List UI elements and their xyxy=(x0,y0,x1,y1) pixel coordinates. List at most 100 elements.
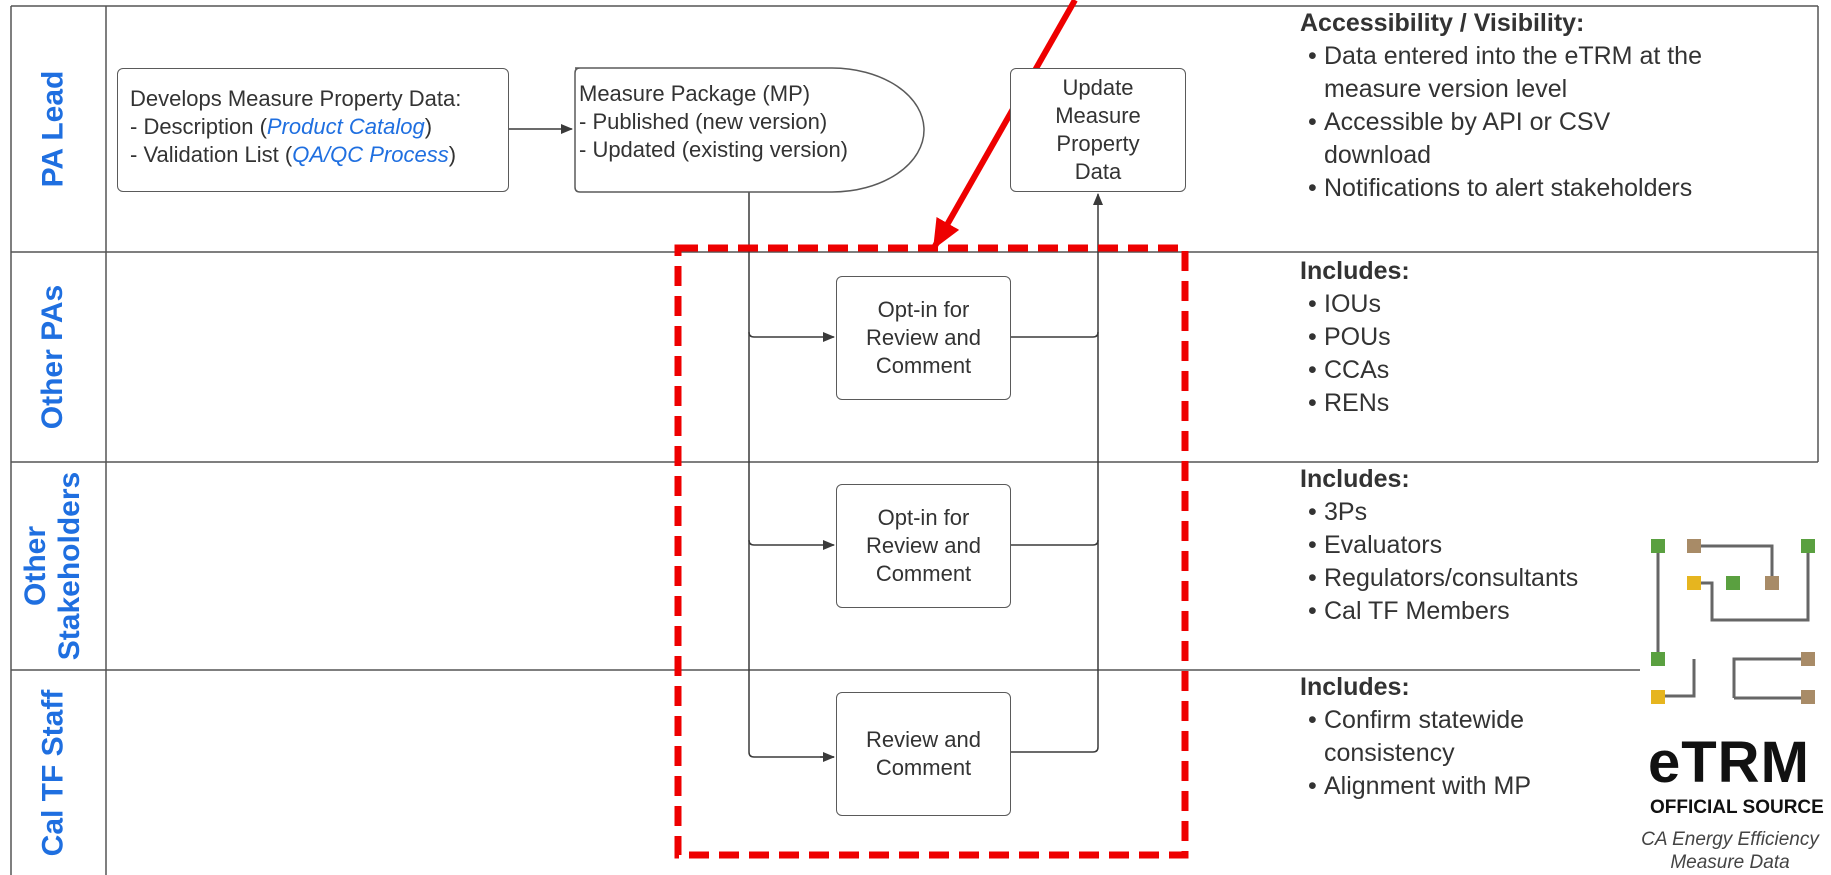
lane-label-other-pas: Other PAs xyxy=(0,252,106,462)
notes-heading: Includes: xyxy=(1300,257,1410,285)
measure-package-shape xyxy=(574,67,925,193)
notes-list: 3Ps Evaluators Regulators/consultants Ca… xyxy=(1300,496,1578,628)
notes-list: IOUs POUs CCAs RENs xyxy=(1300,288,1410,420)
notes-other-stakeholders: Includes: 3Ps Evaluators Regulators/cons… xyxy=(1300,463,1578,628)
logo-trace-3 xyxy=(1694,546,1810,622)
etrm-logo-mark xyxy=(1651,539,1815,704)
logo-square xyxy=(1801,652,1815,666)
notes-pa-lead: Accessibility / Visibility: Data entered… xyxy=(1300,7,1702,205)
logo-trace-5 xyxy=(1732,657,1808,698)
lane-label-pa-lead: PA Lead xyxy=(0,6,106,252)
tagline-line: Measure Data xyxy=(1670,852,1790,873)
notes-item: RENs xyxy=(1300,387,1410,420)
notes-heading: Includes: xyxy=(1300,673,1410,701)
notes-list: Confirm statewide consistency Alignment … xyxy=(1300,704,1531,803)
qa-qc-process-link[interactable]: QA/QC Process xyxy=(292,142,449,167)
box-line: Comment xyxy=(875,353,972,378)
notes-item: Alignment with MP xyxy=(1300,770,1531,803)
etrm-logo-subtitle: OFFICIAL SOURCE xyxy=(1650,797,1824,818)
lane-grid xyxy=(10,5,1819,875)
connector-optin-stakeholders-to-update xyxy=(1011,539,1099,546)
lane-label-text-group: Other Stakeholders xyxy=(19,472,87,660)
etrm-logo-wordmark: eTRM xyxy=(1648,730,1810,795)
notes-item-continuation: consistency xyxy=(1324,739,1455,767)
notes-item: IOUs xyxy=(1300,288,1410,321)
notes-item: Data entered into the eTRM at the xyxy=(1300,40,1702,73)
lane-label-other-stakeholders: Other Stakeholders xyxy=(0,462,106,670)
optin-review-box-other-pas: Opt-in for Review and Comment xyxy=(836,276,1011,400)
logo-square xyxy=(1651,690,1665,704)
highlight-arrow xyxy=(932,0,1078,250)
box-line: - Published (new version) xyxy=(579,109,828,134)
box-line: Update xyxy=(1062,75,1134,100)
lane-label-line: Other xyxy=(19,525,53,607)
box-text: - Validation List ( xyxy=(130,142,293,167)
highlight-dashed-box xyxy=(674,244,1189,859)
box-line: Review and xyxy=(866,727,981,752)
box-line: Opt-in for xyxy=(877,505,970,530)
logo-square xyxy=(1651,652,1665,666)
notes-item: Confirm statewide xyxy=(1300,704,1531,737)
notes-item-continuation: measure version level xyxy=(1324,75,1568,103)
logo-trace-4 xyxy=(1658,659,1696,698)
logo-square xyxy=(1726,576,1740,590)
notes-item: Cal TF Members xyxy=(1300,595,1578,628)
connector-mp-trunk xyxy=(748,192,834,758)
connector-optin-pas-to-update xyxy=(1011,331,1099,338)
notes-item-continuation: download xyxy=(1324,141,1432,169)
tagline-line: CA Energy Efficiency xyxy=(1641,829,1819,850)
lane-label-text: Other PAs xyxy=(36,284,70,430)
logo-square xyxy=(1801,690,1815,704)
box-line: Property xyxy=(1056,131,1140,156)
box-line: Review and xyxy=(866,325,981,350)
update-measure-property-box: Update Measure Property Data xyxy=(1010,68,1186,192)
notes-item: Regulators/consultants xyxy=(1300,562,1578,595)
notes-item: Notifications to alert stakeholders xyxy=(1300,172,1702,205)
box-line: Develops Measure Property Data: xyxy=(130,86,462,111)
notes-heading: Accessibility / Visibility: xyxy=(1300,9,1585,37)
box-line: - Validation List (QA/QC Process) xyxy=(130,141,508,169)
box-text: ) xyxy=(448,142,457,167)
box-line: - Updated (existing version) xyxy=(579,137,849,162)
box-line: Comment xyxy=(875,561,972,586)
logo-square xyxy=(1687,576,1701,590)
box-line: Review and xyxy=(866,533,981,558)
box-line: Comment xyxy=(875,755,972,780)
lane-label-text: PA Lead xyxy=(36,70,70,188)
logo-square xyxy=(1765,576,1779,590)
box-line: Opt-in for xyxy=(877,297,970,322)
logo-square xyxy=(1687,539,1701,553)
develops-measure-property-box: Develops Measure Property Data: - Descri… xyxy=(117,68,509,192)
review-box-cal-tf-staff: Review and Comment xyxy=(836,692,1011,816)
notes-item: 3Ps xyxy=(1300,496,1578,529)
lane-label-line: Stakeholders xyxy=(53,471,87,661)
notes-item: Accessible by API or CSV xyxy=(1300,106,1702,139)
notes-item: POUs xyxy=(1300,321,1410,354)
logo-square xyxy=(1651,539,1665,553)
notes-list: Data entered into the eTRM at the measur… xyxy=(1300,40,1702,205)
connector-mp-to-optin-pas xyxy=(748,331,835,342)
measure-package-text: Measure Package (MP) - Published (new ve… xyxy=(579,80,848,164)
box-text: ) xyxy=(424,114,433,139)
box-line: - Description (Product Catalog) xyxy=(130,113,508,141)
notes-other-pas: Includes: IOUs POUs CCAs RENs xyxy=(1300,255,1410,420)
box-text: - Description ( xyxy=(130,114,267,139)
optin-review-box-other-stakeholders: Opt-in for Review and Comment xyxy=(836,484,1011,608)
notes-item: CCAs xyxy=(1300,354,1410,387)
connector-mp-to-optin-stakeholders xyxy=(748,539,835,550)
box-line: Measure xyxy=(1055,103,1141,128)
notes-cal-tf-staff: Includes: Confirm statewide consistency … xyxy=(1300,671,1531,803)
product-catalog-link[interactable]: Product Catalog xyxy=(266,114,425,139)
logo-trace-2 xyxy=(1694,544,1774,583)
notes-heading: Includes: xyxy=(1300,465,1410,493)
box-line: Measure Package (MP) xyxy=(579,81,811,106)
logo-square xyxy=(1801,539,1815,553)
connectors xyxy=(509,124,1103,762)
lane-label-text: Cal TF Staff xyxy=(36,689,70,856)
box-line: Data xyxy=(1074,159,1122,184)
connector-return-trunk xyxy=(1011,193,1103,753)
lane-label-cal-tf-staff: Cal TF Staff xyxy=(0,670,106,875)
etrm-logo-tagline: CA Energy Efficiency Measure Data xyxy=(1620,828,1831,874)
